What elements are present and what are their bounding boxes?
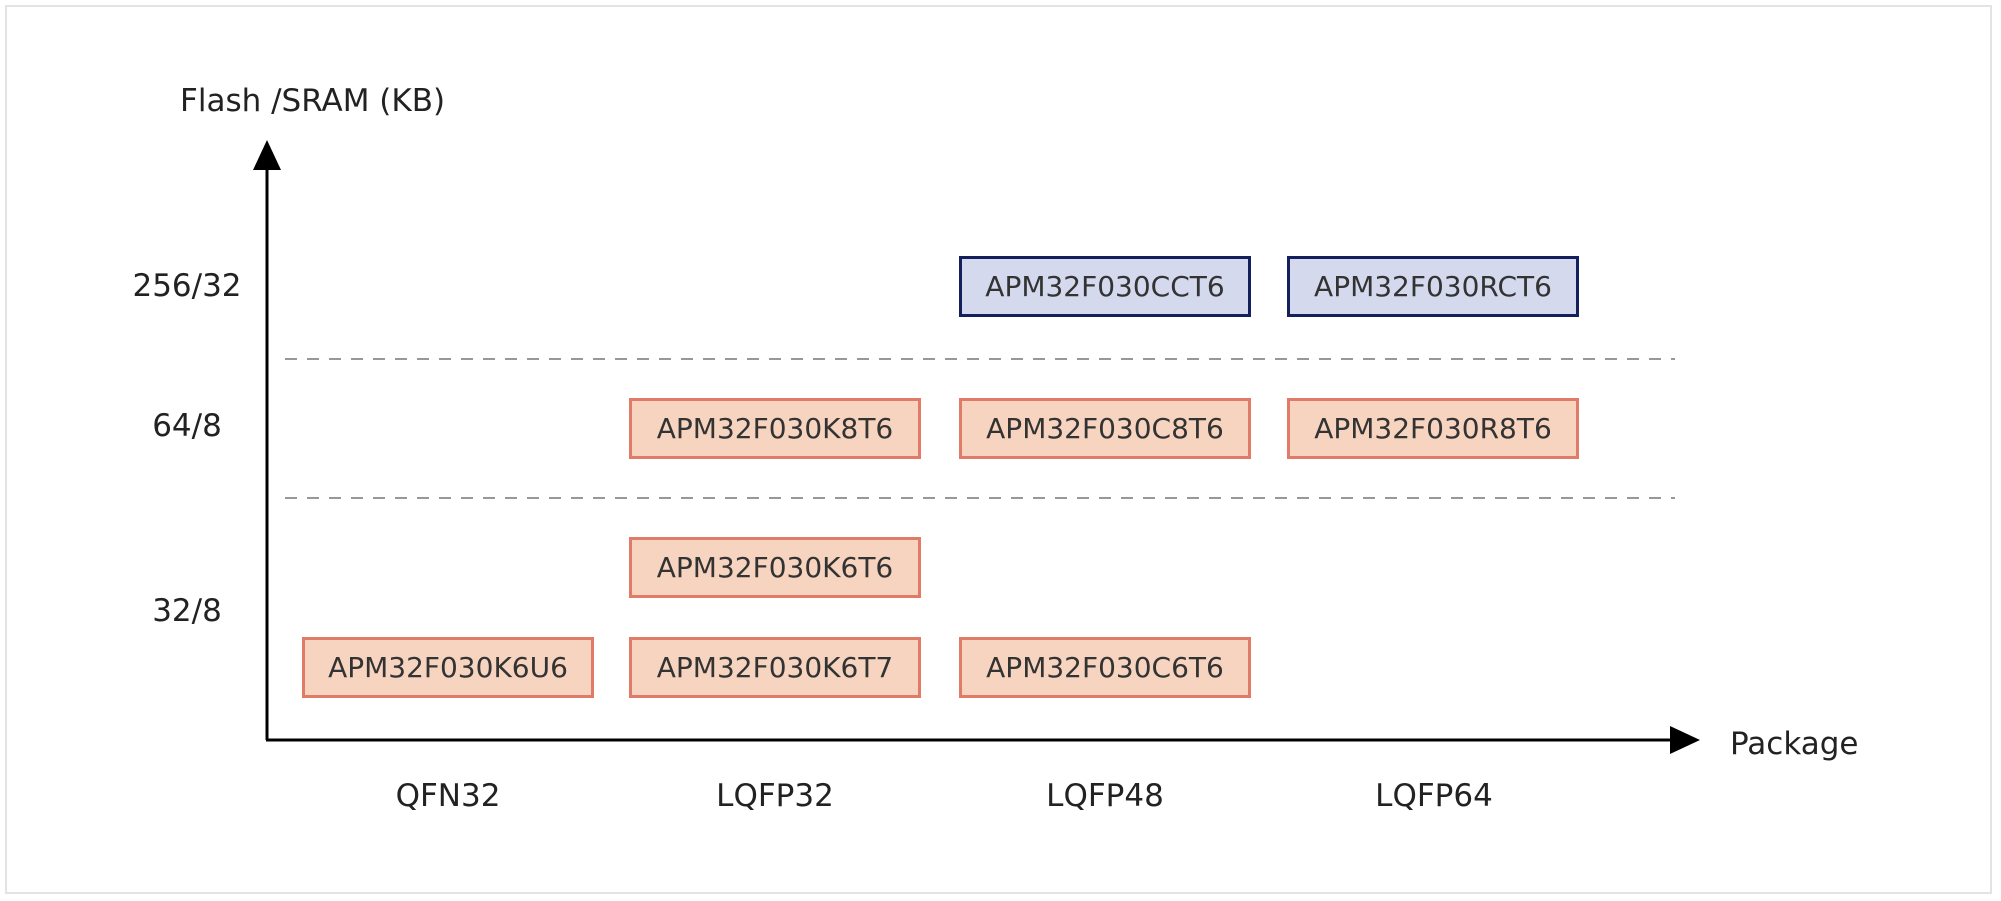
x-axis-arrow bbox=[1670, 726, 1700, 754]
package-lqfp64: LQFP64 bbox=[1375, 778, 1493, 814]
y-level-256-32: 256/32 bbox=[132, 268, 242, 304]
part-apm32f030cct6: APM32F030CCT6 bbox=[959, 256, 1251, 317]
y-level-32-8: 32/8 bbox=[152, 593, 222, 629]
part-apm32f030rct6: APM32F030RCT6 bbox=[1287, 256, 1579, 317]
part-apm32f030k6t7: APM32F030K6T7 bbox=[629, 637, 921, 698]
part-apm32f030k6u6: APM32F030K6U6 bbox=[302, 637, 594, 698]
y-axis-arrow bbox=[253, 140, 281, 170]
package-qfn32: QFN32 bbox=[395, 778, 501, 814]
y-axis-title: Flash /SRAM (KB) bbox=[180, 83, 446, 119]
part-apm32f030c8t6: APM32F030C8T6 bbox=[959, 398, 1251, 459]
package-lqfp32: LQFP32 bbox=[716, 778, 834, 814]
x-axis-title: Package bbox=[1730, 726, 1859, 762]
part-apm32f030k8t6: APM32F030K8T6 bbox=[629, 398, 921, 459]
part-apm32f030r8t6: APM32F030R8T6 bbox=[1287, 398, 1579, 459]
part-apm32f030c6t6: APM32F030C6T6 bbox=[959, 637, 1251, 698]
y-level-64-8: 64/8 bbox=[152, 408, 222, 444]
package-lqfp48: LQFP48 bbox=[1046, 778, 1164, 814]
part-apm32f030k6t6: APM32F030K6T6 bbox=[629, 537, 921, 598]
